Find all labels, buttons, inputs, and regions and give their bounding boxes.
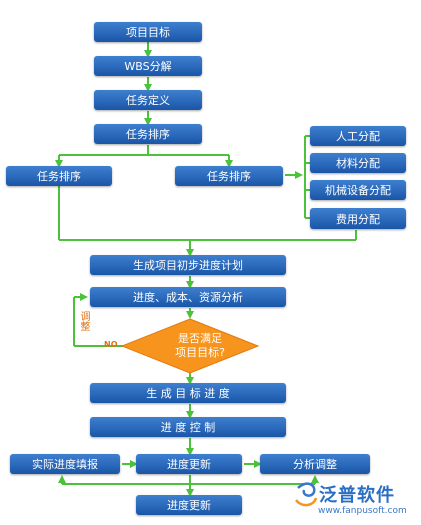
node-task-sort-left: 任务排序 — [6, 166, 112, 186]
fanpu-logo-icon — [295, 482, 318, 507]
node-progress-update-bottom: 进度更新 — [136, 495, 242, 515]
node-machine-allocation: 机械设备分配 — [310, 180, 406, 200]
node-analysis: 进度、成本、资源分析 — [90, 287, 286, 307]
node-task-sort-right: 任务排序 — [175, 166, 283, 186]
node-task-sort-main: 任务排序 — [94, 124, 202, 144]
node-labor-allocation: 人工分配 — [310, 126, 406, 146]
decision-diamond — [120, 318, 260, 374]
node-progress-control: 进 度 控 制 — [90, 417, 286, 437]
no-label: NO — [104, 340, 118, 349]
node-wbs: WBS分解 — [94, 56, 202, 76]
decision-line-2: 项目目标? — [175, 346, 225, 359]
node-material-allocation: 材料分配 — [310, 153, 406, 173]
node-generate-progress: 生 成 目 标 进 度 — [90, 383, 286, 403]
node-actual-progress-fill: 实际进度填报 — [10, 454, 120, 474]
node-project-goal: 项目目标 — [94, 22, 202, 42]
node-initial-plan: 生成项目初步进度计划 — [90, 255, 286, 275]
logo-url: www.fanpusoft.com — [318, 506, 407, 516]
adjust-label: 调整 — [78, 311, 89, 331]
decision-text: 是否满足 项目目标? — [140, 328, 260, 364]
node-cost-allocation: 费用分配 — [310, 208, 406, 229]
logo-name: 泛普软件 — [319, 485, 395, 506]
node-analyze-adjust: 分析调整 — [260, 454, 370, 474]
node-task-define: 任务定义 — [94, 90, 202, 110]
decision-line-1: 是否满足 — [178, 332, 222, 345]
node-progress-update-mid: 进度更新 — [136, 454, 242, 474]
